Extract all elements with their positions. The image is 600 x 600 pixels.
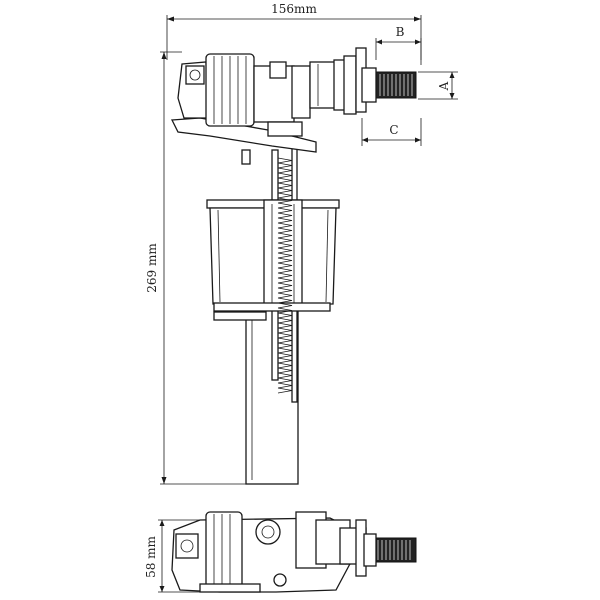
- dim-c-label: C: [389, 123, 398, 137]
- height-label: 269 mm: [145, 243, 159, 293]
- dimension-c: C: [361, 118, 422, 146]
- head-connector: [267, 121, 303, 137]
- dim-a-label: A: [437, 81, 451, 91]
- valve-side-view: [171, 511, 417, 593]
- adjustment-spring: [277, 157, 293, 394]
- dimension-a: A: [418, 71, 458, 100]
- dim-b-label: B: [396, 25, 405, 39]
- valve-head: [177, 53, 363, 127]
- width-label: 156mm: [271, 2, 317, 16]
- valve-front-view: [170, 47, 417, 485]
- dimension-b: B: [375, 25, 422, 60]
- float-cup: [206, 199, 340, 321]
- side-port: [255, 519, 281, 545]
- dimension-height: 269 mm: [145, 51, 250, 485]
- dimension-side-height: 58 mm: [144, 519, 200, 593]
- inlet-shank: [355, 47, 417, 113]
- dimension-width: 156mm: [166, 2, 422, 65]
- side-height-label: 58 mm: [144, 535, 158, 577]
